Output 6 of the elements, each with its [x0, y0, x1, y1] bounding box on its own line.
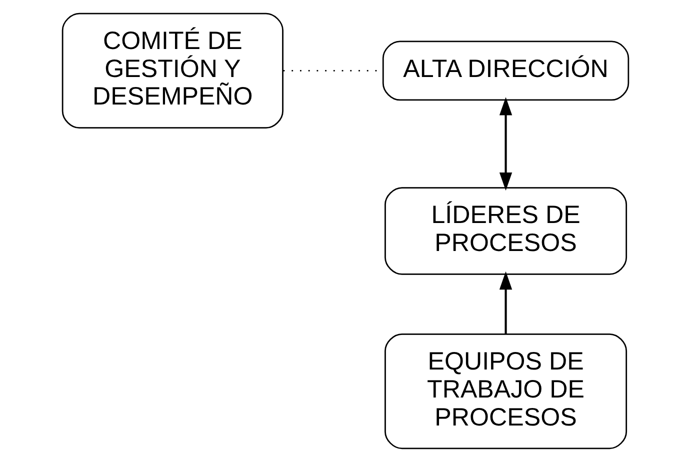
node-box: ALTA DIRECCIÓN: [382, 40, 630, 101]
node-box: COMITÉ DE GESTIÓN Y DESEMPEÑO: [62, 12, 284, 129]
node-box: EQUIPOS DE TRABAJO DE PROCESOS: [384, 333, 628, 450]
arrow: [499, 271, 512, 334]
arrow: [499, 97, 512, 191]
node-box: LÍDERES DE PROCESOS: [384, 187, 628, 275]
